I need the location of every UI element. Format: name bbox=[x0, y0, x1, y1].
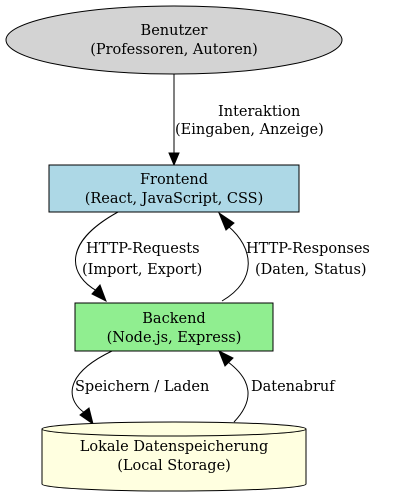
edge-interaktion-label-2: (Eingaben, Anzeige) bbox=[175, 122, 324, 138]
node-benutzer-title: Benutzer bbox=[141, 23, 208, 39]
edge-speichern-laden: Speichern / Laden bbox=[71, 350, 209, 426]
node-backend: Backend (Node.js, Express) bbox=[74, 302, 274, 352]
node-frontend-shape bbox=[48, 164, 300, 213]
node-storage-subtitle: (Local Storage) bbox=[117, 458, 231, 474]
edge-http-requests-arrowhead bbox=[91, 284, 107, 303]
edge-http-responses: HTTP-Responses (Daten, Status) bbox=[217, 211, 370, 302]
node-frontend: Frontend (React, JavaScript, CSS) bbox=[48, 164, 300, 213]
edge-http-requests-label-1: HTTP-Requests bbox=[86, 241, 200, 257]
edge-http-responses-label-1: HTTP-Responses bbox=[246, 241, 370, 257]
node-backend-subtitle: (Node.js, Express) bbox=[107, 330, 242, 346]
node-backend-title: Backend bbox=[142, 311, 205, 327]
edge-http-responses-label-2: (Daten, Status) bbox=[255, 262, 367, 278]
node-frontend-subtitle: (React, JavaScript, CSS) bbox=[85, 191, 264, 207]
edge-datenabruf-arrowhead bbox=[218, 349, 234, 367]
edge-interaktion-arrowhead bbox=[168, 152, 180, 167]
edge-datenabruf-label: Datenabruf bbox=[251, 379, 336, 395]
edge-interaktion: Interaktion (Eingaben, Anzeige) bbox=[168, 74, 324, 167]
edge-interaktion-label-1: Interaktion bbox=[218, 104, 300, 120]
node-benutzer: Benutzer (Professoren, Autoren) bbox=[5, 5, 343, 75]
node-benutzer-shape bbox=[5, 5, 343, 75]
node-backend-shape bbox=[74, 302, 274, 352]
edge-datenabruf: Datenabruf bbox=[218, 349, 336, 423]
edge-speichern-laden-label: Speichern / Laden bbox=[75, 379, 209, 395]
node-benutzer-subtitle: (Professoren, Autoren) bbox=[90, 42, 258, 58]
node-lokale-datenspeicherung: Lokale Datenspeicherung (Local Storage) bbox=[41, 421, 307, 492]
node-storage-title: Lokale Datenspeicherung bbox=[80, 439, 269, 455]
node-storage-shape bbox=[41, 421, 307, 492]
edge-speichern-laden-arrowhead bbox=[79, 407, 94, 426]
edge-http-requests: HTTP-Requests (Import, Export) bbox=[75, 211, 202, 303]
edge-http-requests-label-2: (Import, Export) bbox=[82, 262, 202, 278]
edge-http-responses-arrowhead bbox=[217, 211, 235, 231]
node-frontend-title: Frontend bbox=[140, 172, 208, 188]
